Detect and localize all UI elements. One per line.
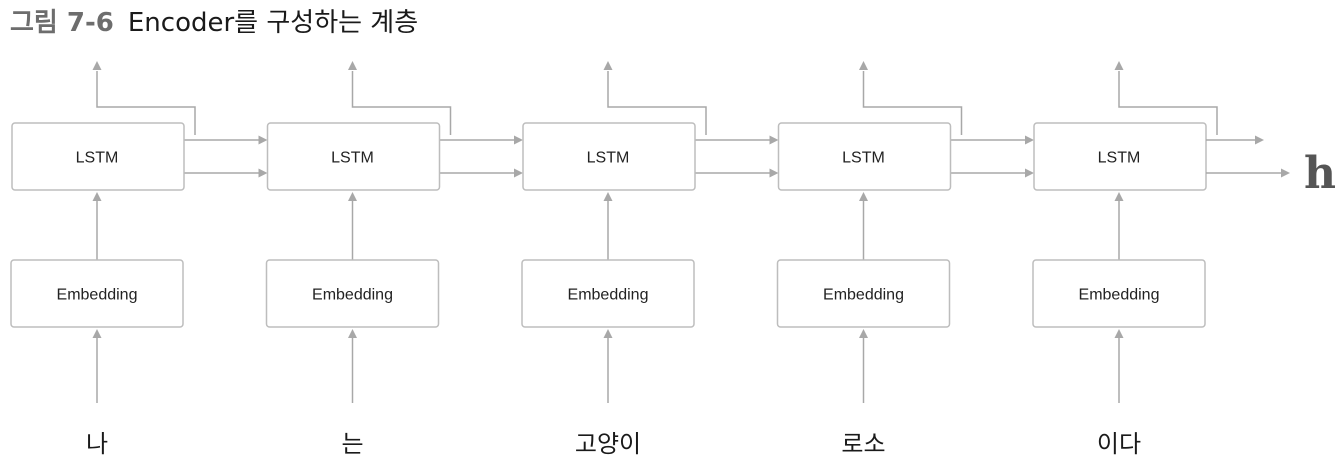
input-word: 고양이 — [575, 430, 641, 458]
lstm-label: LSTM — [76, 150, 119, 167]
lstm-output-arrow — [348, 61, 452, 135]
embedding-to-lstm-arrow — [859, 192, 868, 260]
embedding-box: Embedding — [1032, 259, 1206, 328]
embedding-to-lstm-arrow — [92, 192, 102, 260]
lstm-output-arrow — [603, 61, 707, 135]
recurrent-arrows — [950, 135, 1034, 178]
lstm-label: LSTM — [331, 150, 374, 167]
encoder-step: LSTM Embedding 이다 — [1032, 61, 1218, 458]
embedding-label: Embedding — [57, 287, 138, 304]
embedding-label: Embedding — [568, 287, 649, 304]
figure-number: 그림 7-6 — [10, 8, 114, 38]
lstm-box: LSTM — [1033, 122, 1207, 191]
encoder-step: LSTM Embedding 나 — [10, 61, 268, 458]
embedding-to-lstm-arrow — [1114, 192, 1124, 260]
input-word: 나 — [86, 430, 108, 458]
encoder-step: LSTM Embedding 로소 — [776, 61, 1034, 458]
lstm-label: LSTM — [587, 150, 630, 167]
embedding-label: Embedding — [1079, 287, 1160, 304]
input-word: 이다 — [1097, 430, 1141, 458]
embedding-box: Embedding — [10, 259, 184, 328]
recurrent-arrows — [695, 135, 779, 178]
encoder-step: LSTM Embedding 는 — [265, 61, 523, 458]
input-arrow — [1114, 329, 1124, 403]
lstm-label: LSTM — [842, 150, 885, 167]
recurrent-arrows — [439, 135, 523, 178]
embedding-to-lstm-arrow — [603, 192, 613, 260]
input-word: 는 — [341, 430, 363, 458]
lstm-output-arrow — [1114, 61, 1218, 135]
recurrent-arrows — [184, 135, 268, 178]
lstm-output-arrow — [859, 61, 963, 135]
lstm-label: LSTM — [1098, 150, 1141, 167]
input-word: 로소 — [841, 430, 885, 458]
input-arrow — [603, 329, 613, 403]
encoder-step: LSTM Embedding 고양이 — [521, 61, 779, 458]
lstm-box: LSTM — [522, 122, 696, 191]
figure-title: Encoder를 구성하는 계층 — [127, 8, 419, 38]
input-arrow — [348, 329, 357, 403]
embedding-box: Embedding — [776, 259, 951, 328]
lstm-box: LSTM — [266, 122, 441, 191]
embedding-box: Embedding — [265, 259, 440, 328]
final-hidden-output: h — [1206, 135, 1336, 199]
embedding-to-lstm-arrow — [348, 192, 357, 260]
embedding-box: Embedding — [521, 259, 695, 328]
lstm-box: LSTM — [11, 122, 185, 191]
embedding-label: Embedding — [823, 287, 904, 304]
lstm-output-arrow — [92, 61, 196, 135]
hidden-state-label: h — [1304, 148, 1336, 199]
embedding-label: Embedding — [312, 287, 393, 304]
lstm-box: LSTM — [777, 122, 952, 191]
input-arrow — [859, 329, 868, 403]
figure-caption: 그림 7-6 Encoder를 구성하는 계층 — [10, 6, 418, 40]
input-arrow — [92, 329, 102, 403]
